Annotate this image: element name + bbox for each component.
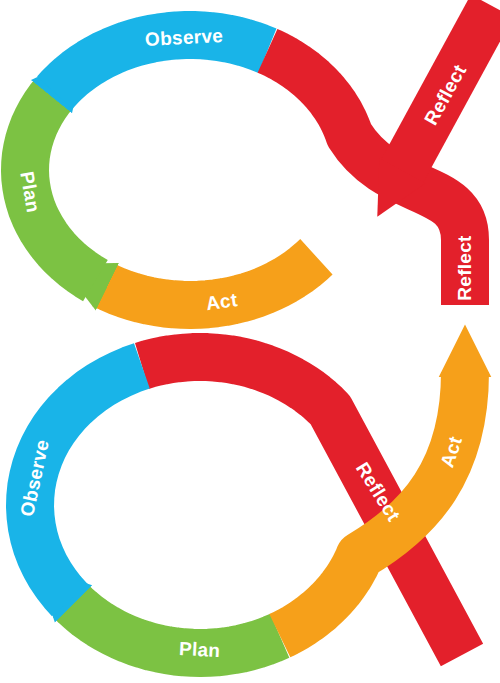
segment-label: Act <box>205 289 239 315</box>
cycle-segment: Plan <box>175 636 226 665</box>
cycle-segment: Observe <box>140 23 227 53</box>
cycle-segment: Act <box>201 286 244 317</box>
cycle-band <box>30 366 142 600</box>
segment-label: Plan <box>179 638 221 662</box>
segment-label: Plan <box>16 170 45 215</box>
cycle-band <box>280 372 465 636</box>
cycle-band <box>70 600 280 653</box>
cycle-band <box>400 6 492 175</box>
segment-label: Observe <box>144 25 223 51</box>
cycle-segment: Reflect <box>452 231 478 304</box>
segment-label: Reflect <box>454 235 476 300</box>
